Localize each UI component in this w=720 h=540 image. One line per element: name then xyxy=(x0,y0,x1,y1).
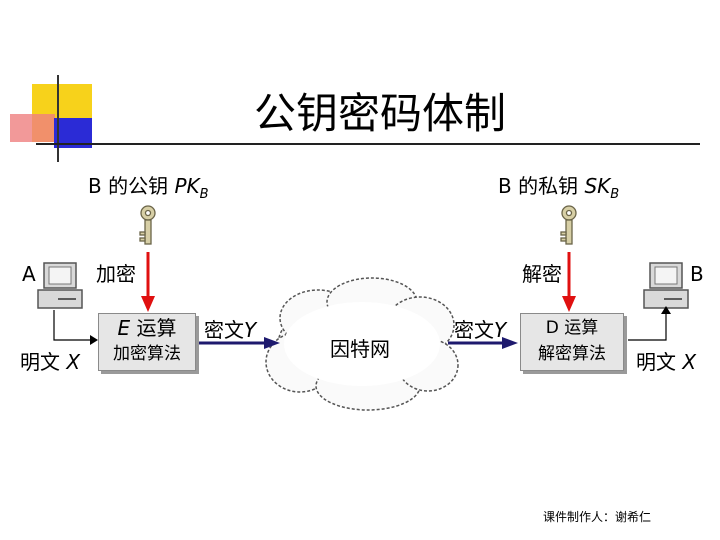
deco-red-square xyxy=(10,114,55,142)
private-key-name: SK xyxy=(584,174,611,198)
ciphertext-left: 密文Y xyxy=(204,314,256,343)
encrypt-box-line1: E 运算 xyxy=(99,314,195,342)
plaintext-left-var: X xyxy=(66,350,81,374)
navy-arrows xyxy=(198,337,518,349)
receiver-label: B xyxy=(690,262,704,286)
encrypt-box-line2: 加密算法 xyxy=(113,344,181,364)
arrow-head-into-b xyxy=(661,306,671,314)
footer-credit: 课件制作人：谢希仁 xyxy=(543,510,652,524)
sender-label: A xyxy=(22,262,36,286)
public-key-subscript: B xyxy=(199,187,209,202)
public-key-label: B 的公钥 PKB xyxy=(88,170,209,202)
plaintext-right: 明文 X xyxy=(636,346,696,375)
key-icon-public xyxy=(139,205,156,245)
plaintext-left: 明文 X xyxy=(20,346,80,375)
decrypt-box-line1: D 运算 xyxy=(545,318,599,338)
ciphertext-right-prefix: 密文 xyxy=(454,318,494,342)
plaintext-left-prefix: 明文 xyxy=(20,350,67,374)
encrypt-operation-box: E 运算 加密算法 xyxy=(98,313,196,371)
ciphertext-left-prefix: 密文 xyxy=(204,318,244,342)
computer-icon-b xyxy=(643,262,689,309)
internet-label: 因特网 xyxy=(330,337,390,361)
private-key-subscript: B xyxy=(610,187,620,202)
plaintext-right-var: X xyxy=(682,350,697,374)
public-key-name: PK xyxy=(174,174,200,198)
arrow-head-into-e xyxy=(90,335,98,345)
private-key-label: B 的私钥 SKB xyxy=(498,170,619,202)
decrypt-box-line2: 解密算法 xyxy=(538,344,606,364)
plaintext-right-prefix: 明文 xyxy=(636,350,683,374)
page-title: 公钥密码体制 xyxy=(253,89,506,138)
decrypt-label: 解密 xyxy=(522,262,562,286)
computer-icon-a xyxy=(37,262,83,309)
public-key-prefix: B 的公钥 xyxy=(88,174,175,198)
ciphertext-left-var: Y xyxy=(244,318,257,342)
decrypt-operation-box: D 运算 解密算法 xyxy=(520,313,624,371)
key-icon-private xyxy=(560,205,577,245)
ciphertext-right: 密文Y xyxy=(454,314,506,343)
encrypt-box-var: E xyxy=(117,316,131,340)
ciphertext-right-var: Y xyxy=(494,318,507,342)
private-key-prefix: B 的私钥 xyxy=(498,174,585,198)
red-arrows xyxy=(141,252,576,312)
connector-lines xyxy=(53,310,667,341)
encrypt-label: 加密 xyxy=(96,262,136,286)
encrypt-box-op: 运算 xyxy=(130,316,177,340)
